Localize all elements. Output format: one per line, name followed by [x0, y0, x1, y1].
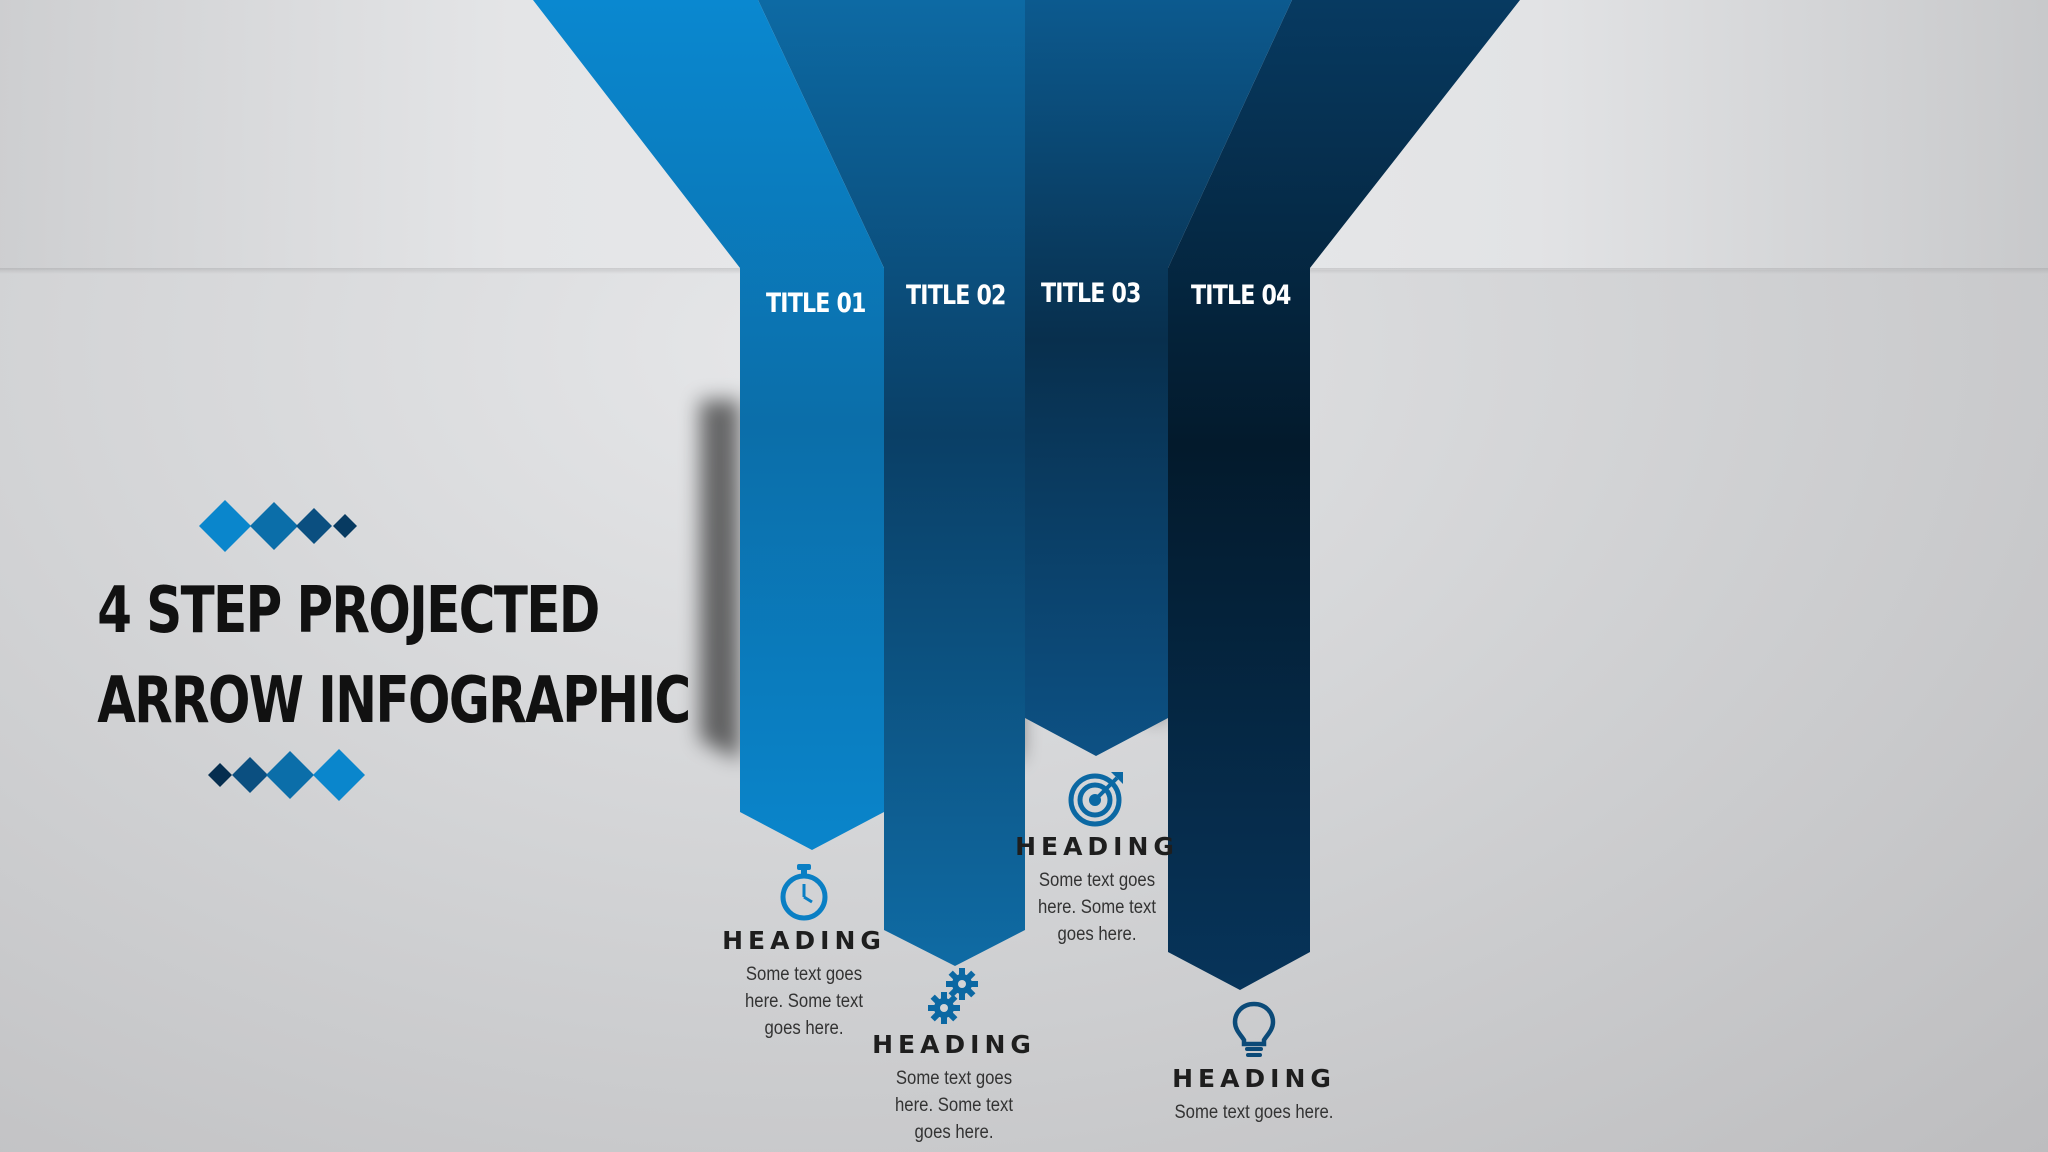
arrow-step-2 [758, 0, 1025, 966]
step-4-title: TITLE 04 [1191, 280, 1291, 311]
step-1-text: Some text goes here. Some text goes here… [744, 964, 864, 1039]
diamond [296, 508, 332, 544]
diamond [266, 751, 314, 799]
diamond-row-bottom [208, 749, 365, 801]
step-3-heading: HEADING [1015, 832, 1179, 861]
diamond [250, 502, 298, 550]
step-2-text: Some text goes here. Some text goes here… [894, 1068, 1014, 1143]
step-1-heading: HEADING [722, 926, 886, 955]
target-icon [1068, 772, 1123, 827]
page-title-line-1: 4 STEP PROJECTED [97, 574, 600, 648]
step-1-block: HEADING Some text goes here. Some text g… [694, 862, 914, 1042]
diamond [232, 757, 268, 793]
step-3-block: HEADING Some text goes here. Some text g… [987, 768, 1207, 948]
page-title-line-2: ARROW INFOGRAPHIC [97, 664, 691, 738]
step-3-text: Some text goes here. Some text goes here… [1037, 870, 1157, 945]
step-1-title: TITLE 01 [766, 288, 866, 319]
arrow-step-3 [1025, 0, 1292, 756]
step-2-heading: HEADING [872, 1030, 1036, 1059]
step-4-block: HEADING Some text goes here. [1144, 1000, 1364, 1126]
stopwatch-icon [780, 864, 828, 921]
step-2-block: HEADING Some text goes here. Some text g… [844, 966, 1064, 1146]
diamond [313, 749, 365, 801]
step-2-title: TITLE 02 [906, 280, 1006, 311]
diamond [208, 763, 232, 787]
step-4-heading: HEADING [1172, 1064, 1336, 1093]
diamond [333, 514, 357, 538]
gears-icon [928, 968, 978, 1024]
lightbulb-icon [1232, 1001, 1276, 1057]
step-4-text: Some text goes here. [1174, 1102, 1334, 1123]
diamond-row-top [199, 500, 357, 552]
step-3-title: TITLE 03 [1041, 278, 1141, 309]
diamond [199, 500, 251, 552]
arrow-step-1 [533, 0, 884, 850]
arrow-step-4 [1168, 0, 1520, 990]
shadow-step-1 [700, 400, 740, 760]
